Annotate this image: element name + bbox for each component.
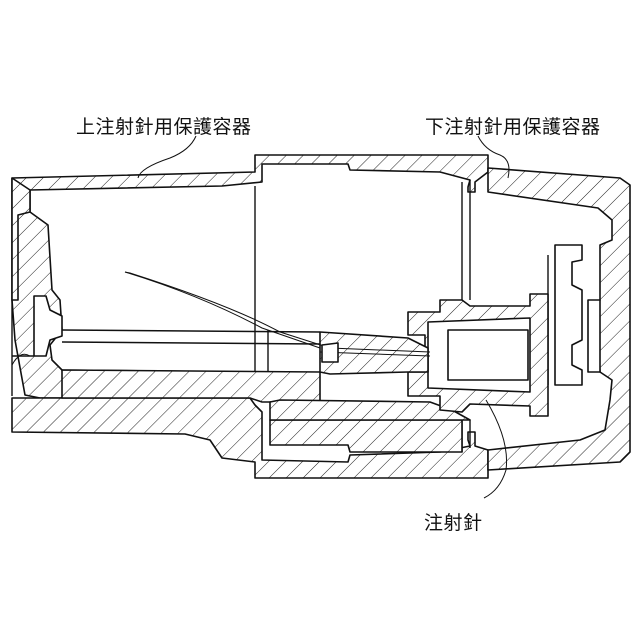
label-needle: 注射針 bbox=[424, 508, 483, 535]
label-lower-container: 下注射針用保護容器 bbox=[425, 112, 601, 139]
label-upper-container: 上注射針用保護容器 bbox=[76, 112, 252, 139]
needle-hub bbox=[320, 294, 548, 416]
